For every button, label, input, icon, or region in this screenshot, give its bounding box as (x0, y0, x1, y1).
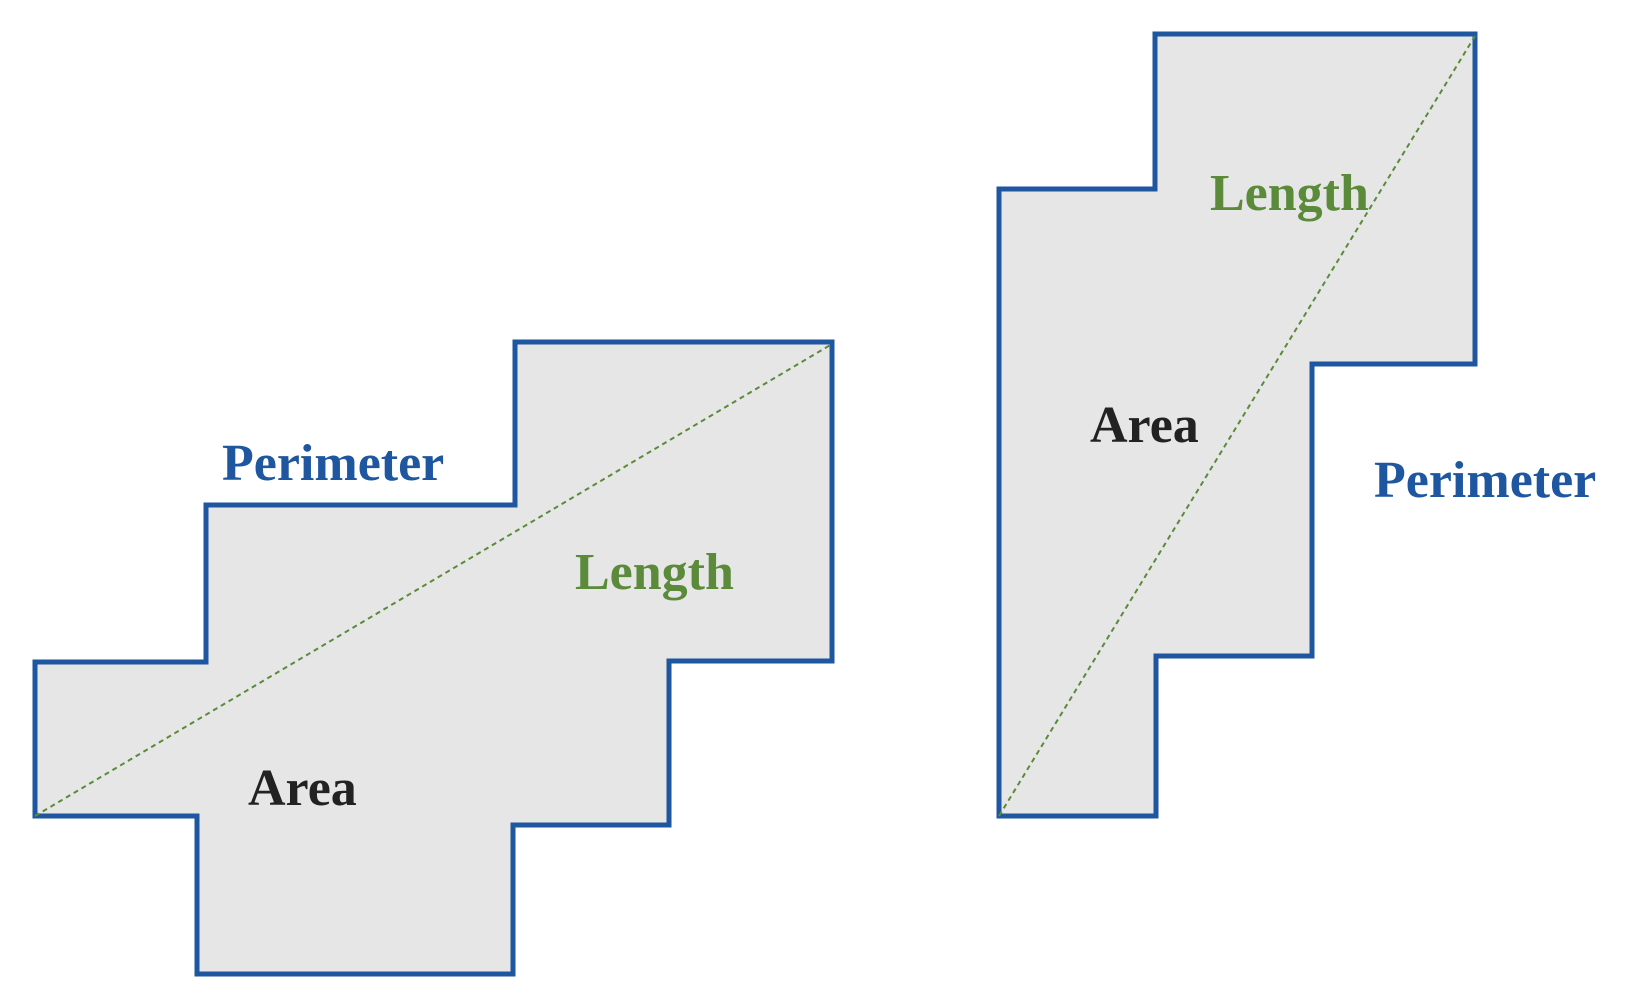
left-shape: Perimeter Length Area (32, 339, 835, 977)
right-perimeter-label: Perimeter (1374, 452, 1596, 509)
right-area-label: Area (1090, 397, 1199, 454)
left-perimeter-label: Perimeter (222, 435, 444, 492)
left-length-label: Length (575, 544, 734, 601)
left-length-diagonal (34, 343, 833, 817)
right-shape: Length Area Perimeter (996, 31, 1596, 819)
right-length-label: Length (1210, 165, 1369, 222)
left-shape-outline (32, 339, 835, 977)
left-area-label: Area (248, 760, 357, 817)
